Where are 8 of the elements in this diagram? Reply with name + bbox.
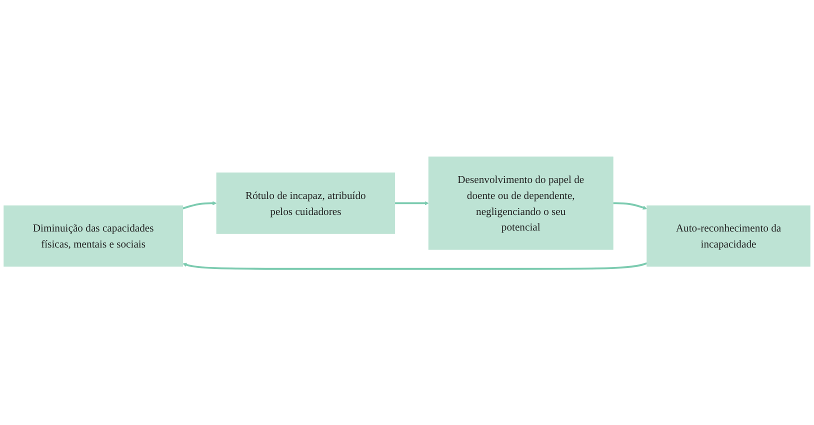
arrow: [613, 202, 648, 210]
arrow: [394, 200, 429, 205]
node-box: Auto-reconhecimento da incapacidade: [646, 205, 810, 266]
arrow: [182, 262, 648, 270]
node-box: Diminuição das capacidades físicas, mentais e sociais: [4, 205, 183, 266]
arrow: [182, 200, 217, 209]
node-box: Desenvolvimento do papel de doente ou de dependente, negligenciando o seu potencial: [428, 156, 614, 250]
node-box: Rótulo de incapaz, atribuído pelos cuidadores: [216, 172, 396, 234]
